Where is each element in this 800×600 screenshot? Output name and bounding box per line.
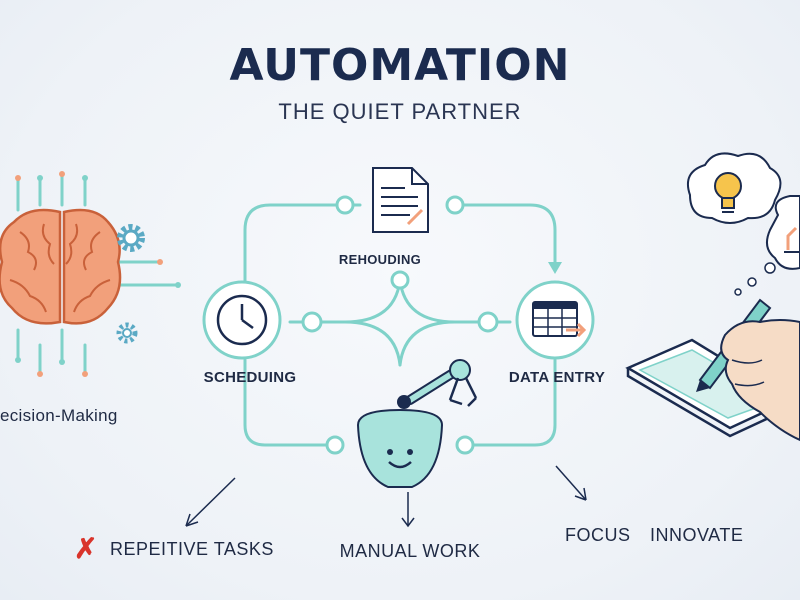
page-subtitle: THE QUIET PARTNER	[278, 99, 522, 124]
bottom-label-manual-work: MANUAL WORK	[339, 541, 481, 561]
bottom-label-repetitive-tasks: REPEITIVE TASKS	[110, 539, 274, 559]
connector-nodes	[301, 195, 499, 455]
chart-icon	[784, 226, 800, 253]
thought-bubble	[686, 152, 800, 296]
brain-icon	[0, 208, 122, 325]
clock-icon	[202, 280, 282, 360]
cross-icon: ✗	[74, 533, 98, 564]
gear-icon-small	[116, 322, 138, 344]
process-label-scheduling: SCHEDUING	[203, 369, 297, 386]
process-label-data-entry: DATA ENTRY	[508, 369, 606, 386]
spreadsheet-icon	[515, 280, 595, 360]
bottom-label-innovate: INNOVATE	[650, 525, 744, 545]
bottom-label-focus: FOCUS	[565, 525, 631, 545]
page-title: AUTOMATION	[229, 40, 571, 91]
bottom-arrows	[185, 465, 587, 528]
brain-label: ecision-Making	[0, 406, 118, 425]
document-icon	[372, 167, 429, 233]
robot-icon	[356, 359, 478, 488]
brain-lead-dots	[15, 171, 181, 377]
gear-icon	[117, 224, 145, 252]
lightbulb-icon	[714, 172, 742, 213]
arrowheads	[548, 262, 562, 274]
process-label-center: REHOUDING	[338, 252, 422, 267]
hand-icon	[720, 319, 800, 442]
